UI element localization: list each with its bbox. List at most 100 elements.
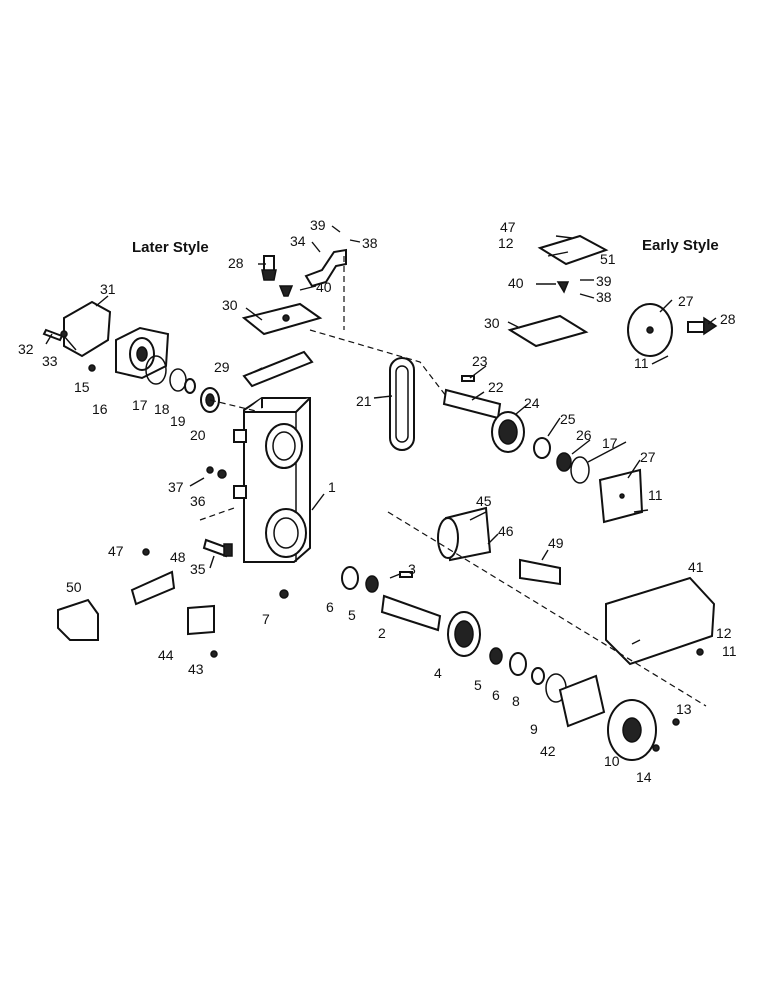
bearing-6-left	[341, 566, 359, 590]
callout-41: 41	[688, 559, 704, 575]
centerline-guard	[199, 507, 235, 521]
callout-1: 1	[328, 479, 336, 495]
callout-44: 44	[158, 647, 174, 663]
callout-11b: 11	[648, 487, 663, 503]
callout-51: 51	[600, 251, 616, 267]
callout-38b: 38	[596, 289, 612, 305]
callout-47b: 47	[108, 543, 124, 559]
callout-2: 2	[378, 625, 386, 641]
breather-plate-early	[537, 234, 609, 266]
flange-gasket	[63, 300, 112, 358]
centerline-lower	[387, 511, 707, 707]
top-cover-early	[507, 314, 589, 348]
leader-lines	[45, 225, 717, 645]
callout-30b: 30	[484, 315, 500, 331]
bearing-6-right	[509, 652, 527, 676]
callout-27b: 27	[640, 449, 656, 465]
callout-31: 31	[100, 281, 116, 297]
callout-42: 42	[540, 743, 556, 759]
adapter-45	[437, 506, 492, 562]
callout-28a: 28	[228, 255, 244, 271]
washer-37	[206, 466, 214, 474]
top-cover-plate-later	[241, 302, 323, 336]
callout-13: 13	[676, 701, 692, 717]
callout-19: 19	[170, 413, 186, 429]
callout-27a: 27	[678, 293, 694, 309]
cone-5-left	[365, 575, 379, 593]
o-ring-left	[145, 355, 167, 385]
mount-bracket-48	[130, 570, 176, 606]
key-23	[461, 375, 475, 382]
callout-40a: 40	[316, 279, 332, 295]
callout-20: 20	[190, 427, 206, 443]
callout-47a: 47	[500, 219, 516, 235]
washer-upper	[533, 437, 551, 459]
drain-plug	[279, 589, 289, 599]
bolt-left	[42, 328, 64, 342]
spacer-block-44	[187, 604, 215, 636]
sprocket-upper	[491, 411, 525, 453]
callout-labels: 1 2 3 4 5 5 6 6 7 8 9 10 11 11 11 12 12 …	[18, 217, 737, 785]
nut-36	[217, 469, 227, 479]
breather-fitting-later	[261, 255, 277, 281]
callout-29: 29	[214, 359, 230, 375]
shaft-49	[519, 558, 561, 586]
o-ring-right	[570, 456, 590, 484]
bolt-47-left	[142, 548, 150, 556]
washer	[184, 378, 196, 394]
callout-26: 26	[576, 427, 592, 443]
centerline-upper	[309, 329, 447, 397]
callout-21: 21	[356, 393, 372, 409]
callout-5b: 5	[474, 677, 482, 693]
callout-18: 18	[154, 401, 170, 417]
end-cover-early	[627, 303, 673, 357]
nut-43	[210, 650, 218, 658]
callout-37: 37	[168, 479, 184, 495]
screw-11-lower	[696, 648, 704, 656]
plug-early	[556, 281, 570, 294]
gearbox-housing	[233, 397, 311, 563]
bearing-upper	[556, 452, 572, 472]
callout-34: 34	[290, 233, 306, 249]
u-bracket	[304, 248, 347, 288]
callout-4: 4	[434, 665, 442, 681]
screw-14	[652, 744, 660, 752]
cover-gasket	[242, 350, 314, 388]
plug-later	[278, 285, 294, 297]
callout-8: 8	[512, 693, 520, 709]
chain-guard	[605, 576, 716, 666]
callout-46: 46	[498, 523, 514, 539]
bolt-35-head	[223, 543, 233, 557]
callout-40b: 40	[508, 275, 524, 291]
early-style-heading: Early Style	[642, 237, 719, 254]
washer-8	[531, 667, 545, 685]
centerline-left	[209, 399, 261, 413]
callout-36: 36	[190, 493, 206, 509]
callout-35: 35	[190, 561, 206, 577]
callout-7: 7	[262, 611, 270, 627]
callout-33: 33	[42, 353, 58, 369]
callout-17b: 17	[602, 435, 618, 451]
main-shaft	[380, 594, 442, 632]
spur-gear	[447, 611, 481, 657]
screw-13	[672, 718, 680, 726]
later-style-heading: Later Style	[132, 239, 209, 256]
end-cover-right	[598, 468, 644, 524]
callout-45: 45	[476, 493, 492, 509]
callout-5a: 5	[348, 607, 356, 623]
mount-plate-50	[57, 598, 99, 641]
snap-ring	[169, 368, 187, 392]
callout-17a: 17	[132, 397, 148, 413]
callout-22: 22	[488, 379, 504, 395]
callout-39b: 39	[596, 273, 612, 289]
drive-chain	[389, 357, 415, 451]
callout-11a: 11	[634, 355, 649, 371]
callout-25: 25	[560, 411, 576, 427]
callout-28b: 28	[720, 311, 736, 327]
bearing-retainer	[607, 699, 657, 761]
callout-24: 24	[524, 395, 540, 411]
callout-9: 9	[530, 721, 538, 737]
callout-6b: 6	[492, 687, 500, 703]
callout-23: 23	[472, 353, 488, 369]
callout-15: 15	[74, 379, 90, 395]
